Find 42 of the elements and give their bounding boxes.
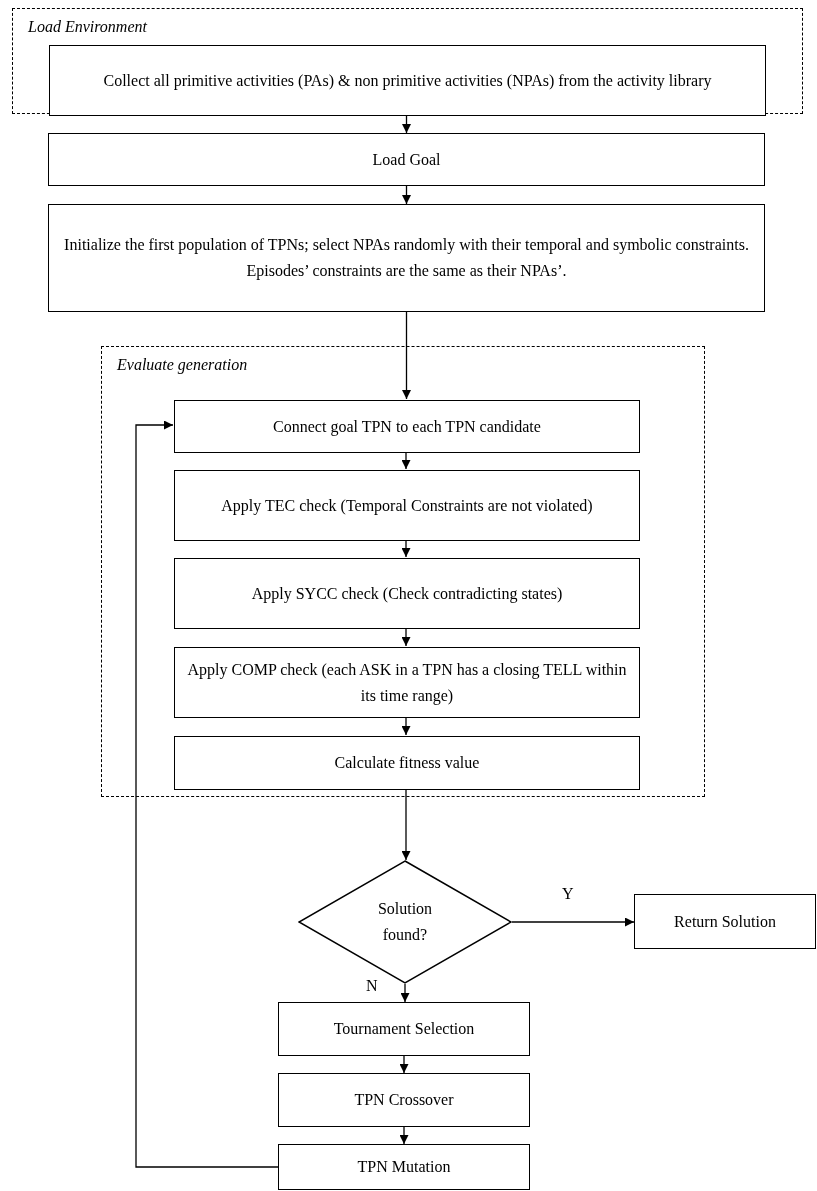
dashed-group-frame <box>12 8 803 114</box>
arrow <box>511 917 635 927</box>
box-text: Load Goal <box>372 149 441 170</box>
arrow <box>401 539 411 558</box>
arrow <box>401 716 411 736</box>
box-text: Return Solution <box>674 911 776 932</box>
box-text: Connect goal TPN to each TPN candidate <box>273 416 541 438</box>
process-box <box>48 133 765 186</box>
box-text: Apply TEC check (Temporal Constraints are not violated) <box>221 495 593 517</box>
arrow <box>401 788 411 861</box>
process-box <box>174 470 640 541</box>
decision-text: Solution found? <box>376 899 434 945</box>
box-text: Apply COMP check (each ASK in a TPN has a closing TELL within its time range) <box>187 659 627 707</box>
arrow <box>402 185 411 205</box>
arrow <box>399 1126 409 1145</box>
box-text: Tournament Selection <box>333 1019 475 1039</box>
arrow <box>402 311 411 400</box>
arrow <box>401 627 411 647</box>
arrow <box>401 451 411 470</box>
group-title: Load Environment <box>28 17 147 37</box>
box-text: Collect all primitive activities (PAs) & non primitive activities (NPAs) from the activity library <box>103 70 712 92</box>
box-text: Apply SYCC check (Check contradicting states) <box>251 583 563 605</box>
process-box <box>174 400 640 453</box>
arrow <box>402 114 411 134</box>
box-text: Calculate fitness value <box>334 753 480 773</box>
arrow <box>399 1055 409 1074</box>
process-box <box>174 736 640 790</box>
process-box <box>49 45 766 116</box>
process-box <box>634 894 816 949</box>
group-title: Evaluate generation <box>117 355 248 375</box>
dashed-group-frame <box>101 346 705 797</box>
process-box <box>174 647 640 718</box>
process-box <box>174 558 640 629</box>
process-box <box>48 204 765 312</box>
process-box <box>278 1144 530 1190</box>
box-text: TPN Mutation <box>357 1157 451 1177</box>
arrow <box>400 983 410 1003</box>
box-text: Initialize the first population of TPNs; select NPAs randomly with their temporal and symbolic constraints. Episodes’ constraints are the same as their NPAs’. <box>63 235 750 282</box>
process-box <box>278 1002 530 1056</box>
box-text: TPN Crossover <box>354 1090 454 1110</box>
arrow <box>135 420 279 1168</box>
process-box <box>278 1073 530 1127</box>
